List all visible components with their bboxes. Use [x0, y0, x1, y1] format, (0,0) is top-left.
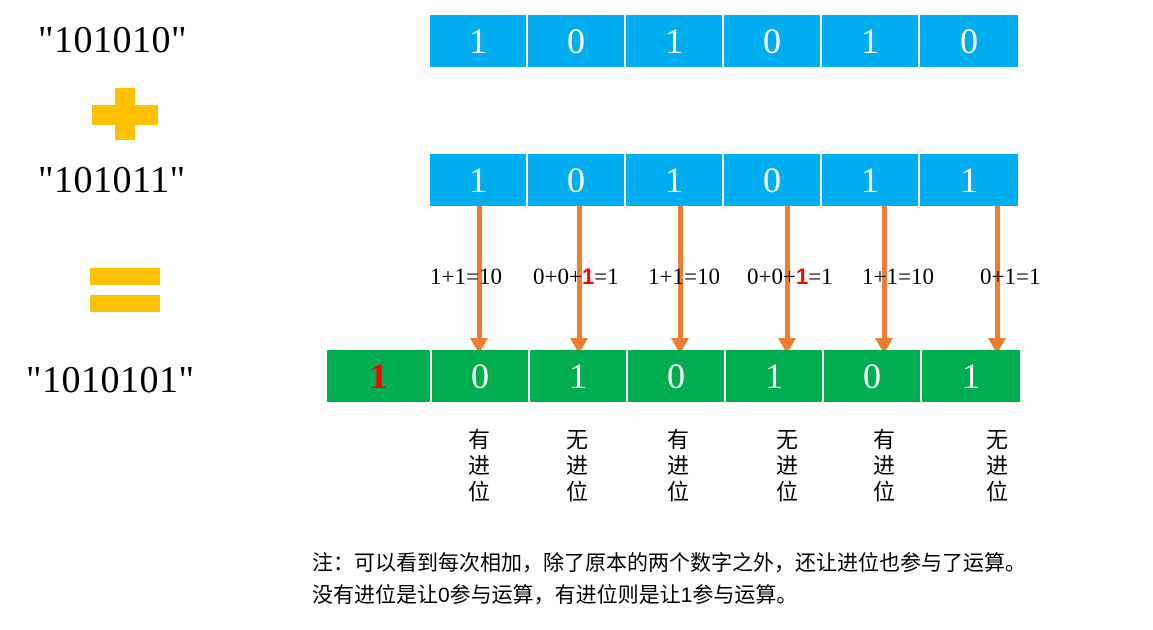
carry-caption: 有进位: [664, 428, 689, 506]
equation-prefix: 1+1=10: [862, 264, 934, 289]
carry-caption: 有进位: [465, 428, 490, 506]
equation-suffix: =1: [594, 264, 619, 289]
footnote: 注：可以看到每次相加，除了原本的两个数字之外，还让进位也参与了运算。 没有进位是…: [312, 548, 1026, 612]
bit-cell: 0: [724, 154, 822, 206]
result-bit-row: 1 0 1 0 1 0 1: [327, 350, 1020, 402]
bit-cell: 1: [626, 15, 724, 67]
bit-cell: 1: [822, 154, 920, 206]
first-operand-label: "101010": [38, 19, 188, 61]
equation-carry-digit: 1: [581, 264, 595, 289]
arrow-shaft: [785, 206, 790, 340]
bit-cell: 1: [430, 15, 528, 67]
equation-carry-digit: 1: [795, 264, 809, 289]
bit-cell: 0: [920, 15, 1018, 67]
arrow-shaft: [882, 206, 887, 340]
bit-cell: 1: [920, 154, 1018, 206]
bit-cell: 1: [530, 350, 628, 402]
arrow-shaft: [477, 206, 482, 340]
bit-cell: 0: [528, 154, 626, 206]
column-equations: 1+1=10 0+0+1=1 1+1=10 0+0+1=1 1+1=10 0+1…: [430, 262, 1050, 292]
arrow-shaft: [995, 206, 1000, 340]
arrow-shaft: [577, 206, 582, 340]
result-operand-label: "1010101": [26, 359, 195, 401]
bit-cell: 1: [430, 154, 528, 206]
equation-prefix: 1+1=10: [648, 264, 720, 289]
column-equation: 1+1=10: [862, 262, 934, 292]
bit-cell: 0: [824, 350, 922, 402]
second-operand-bit-row: 1 0 1 0 1 1: [430, 154, 1018, 206]
column-equation: 0+1=1: [980, 262, 1040, 292]
footnote-line-1: 注：可以看到每次相加，除了原本的两个数字之外，还让进位也参与了运算。: [312, 552, 1026, 575]
equation-prefix: 0+1=1: [980, 264, 1041, 289]
equation-suffix: =1: [808, 264, 833, 289]
bit-cell: 1: [726, 350, 824, 402]
result-carry-bit-cell: 1: [327, 350, 432, 402]
carry-caption: 无进位: [563, 428, 588, 506]
carry-caption: 无进位: [773, 428, 798, 506]
column-equation: 1+1=10: [430, 262, 502, 292]
equation-prefix: 1+1=10: [430, 264, 502, 289]
equation-prefix: 0+0+: [533, 264, 582, 289]
bit-cell: 0: [432, 350, 530, 402]
column-equation: 0+0+1=1: [747, 262, 833, 292]
first-operand-bit-row: 1 0 1 0 1 0: [430, 15, 1018, 67]
bit-cell: 0: [528, 15, 626, 67]
footnote-line-2: 没有进位是让0参与运算，有进位则是让1参与运算。: [312, 584, 798, 607]
equals-icon: [90, 268, 160, 313]
arrow-shaft: [678, 206, 683, 340]
column-equation: 1+1=10: [648, 262, 720, 292]
column-equation: 0+0+1=1: [533, 262, 619, 292]
second-operand-label: "101011": [38, 159, 186, 201]
bit-cell: 0: [724, 15, 822, 67]
bit-cell: 0: [628, 350, 726, 402]
bit-cell: 1: [626, 154, 724, 206]
plus-icon-vertical-bar: [115, 88, 135, 140]
equation-prefix: 0+0+: [747, 264, 796, 289]
carry-caption: 有进位: [870, 428, 895, 506]
equals-icon-top-bar: [90, 268, 160, 285]
bit-cell: 1: [822, 15, 920, 67]
plus-icon: [92, 88, 158, 140]
carry-caption: 无进位: [983, 428, 1008, 506]
bit-cell: 1: [922, 350, 1020, 402]
equals-icon-bottom-bar: [90, 295, 160, 312]
